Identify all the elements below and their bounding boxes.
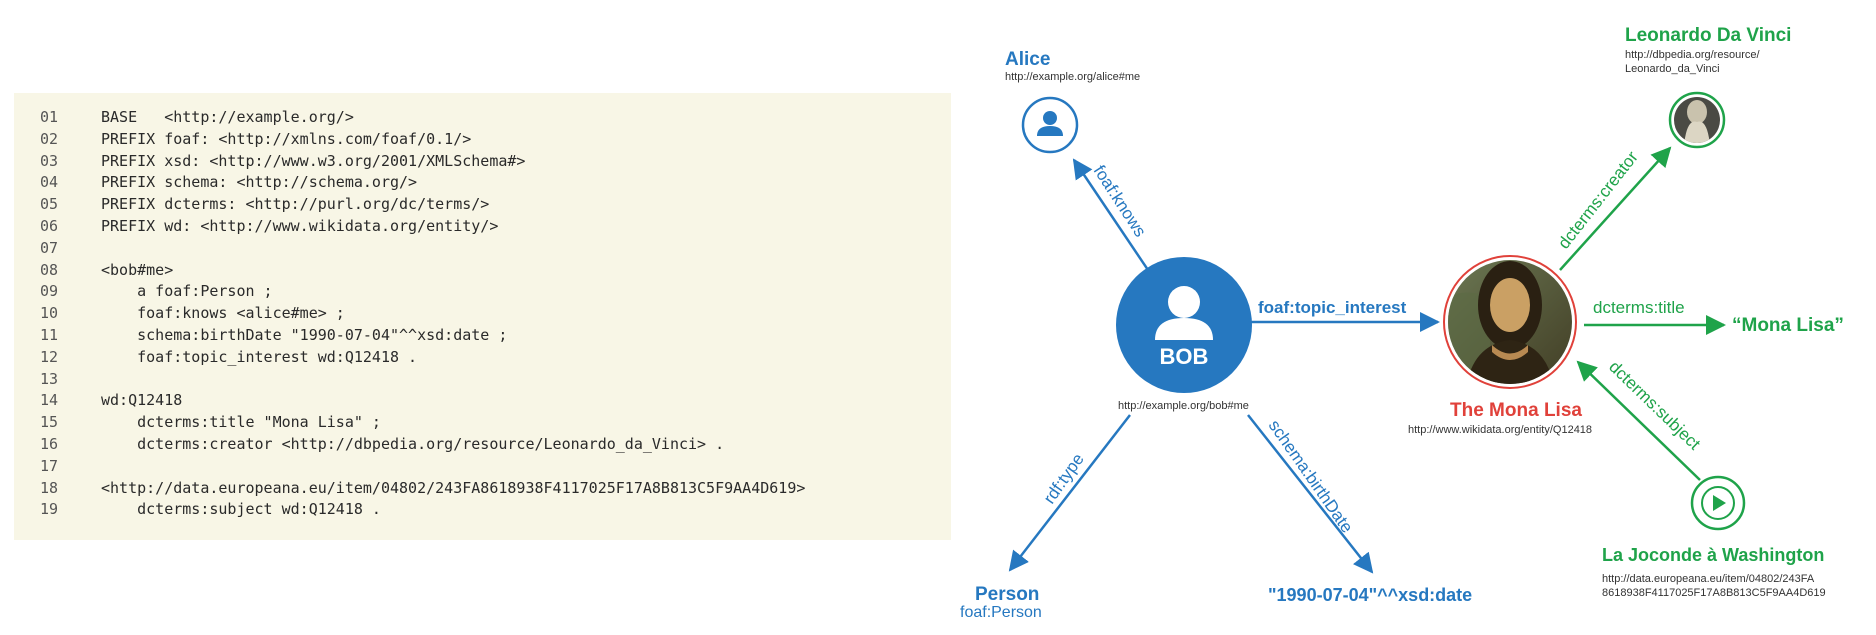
birthdate-value: "1990-07-04"^^xsd:date	[1268, 585, 1472, 605]
bob-node: BOB	[1116, 257, 1252, 393]
line-text: PREFIX xsd: <http://www.w3.org/2001/XMLS…	[101, 151, 526, 170]
edge-foaf-knows	[1072, 158, 1150, 271]
person-icon	[1037, 111, 1063, 136]
joconde-name: La Joconde à Washington	[1602, 545, 1824, 565]
line-number: 02	[40, 129, 59, 148]
turtle-code-panel: 01 BASE <http://example.org/> 02 PREFIX foa…	[14, 93, 951, 540]
line-text: PREFIX schema: <http://schema.org/>	[101, 173, 418, 192]
edge-rdf-type	[1008, 414, 1131, 572]
alice-uri: http://example.org/alice#me	[1005, 71, 1140, 83]
person-name: Person	[975, 584, 1039, 605]
mona-lisa-node	[1443, 255, 1577, 389]
mona-lisa-uri: http://www.wikidata.org/entity/Q12418	[1408, 424, 1592, 436]
alice-node	[1021, 96, 1079, 154]
person-icon	[1155, 286, 1213, 340]
line-number: 05	[40, 195, 59, 214]
leonardo-node	[1668, 91, 1726, 149]
line-text: <http://data.europeana.eu/item/04802/243…	[101, 478, 806, 497]
line-number: 01	[40, 108, 59, 126]
line-text: dcterms:subject wd:Q12418 .	[101, 500, 381, 519]
alice-name: Alice	[1005, 49, 1050, 70]
joconde-node	[1690, 475, 1746, 531]
leonardo-uri-1: http://dbpedia.org/resource/	[1625, 49, 1760, 61]
line-number: 16	[40, 434, 59, 453]
line-text: PREFIX wd: <http://www.wikidata.org/enti…	[101, 216, 499, 235]
line-text: PREFIX foaf: <http://xmlns.com/foaf/0.1/…	[101, 129, 472, 148]
bob-label: BOB	[1160, 344, 1209, 369]
line-number: 07	[40, 238, 59, 257]
line-number: 08	[40, 260, 59, 279]
line-text: <bob#me>	[101, 260, 174, 279]
line-text: a foaf:Person ;	[101, 282, 273, 301]
line-text: dcterms:creator <http://dbpedia.org/reso…	[101, 434, 725, 453]
line-text: foaf:topic_interest wd:Q12418 .	[101, 347, 418, 366]
title-value: “Mona Lisa”	[1732, 315, 1844, 336]
bob-uri: http://example.org/bob#me	[1118, 400, 1249, 412]
mona-lisa-name: The Mona Lisa	[1450, 400, 1582, 421]
person-sub: foaf:Person	[960, 604, 1042, 621]
line-text: dcterms:title "Mona Lisa" ;	[101, 413, 381, 432]
joconde-uri-2: 8618938F4117025F17A8B813C5F9AA4D619	[1602, 587, 1826, 599]
edge-schema-birthdate	[1247, 414, 1374, 574]
edge-label-dcterms-title: dcterms:title	[1593, 298, 1685, 317]
leonardo-name: Leonardo Da Vinci	[1625, 25, 1791, 46]
line-number: 17	[40, 456, 59, 475]
portrait-photo	[1674, 97, 1720, 143]
leonardo-uri-2: Leonardo_da_Vinci	[1625, 63, 1720, 75]
line-text: BASE <http://example.org/>	[101, 108, 354, 126]
line-number: 15	[40, 413, 59, 432]
line-number: 11	[40, 325, 59, 344]
line-number: 09	[40, 282, 59, 301]
edge-dcterms-subject	[1576, 360, 1701, 481]
line-number: 06	[40, 216, 59, 235]
line-number: 10	[40, 304, 59, 323]
edge-label-foaf-topic-interest: foaf:topic_interest	[1258, 298, 1407, 317]
line-number: 18	[40, 478, 59, 497]
line-number: 19	[40, 500, 59, 519]
play-icon	[1701, 486, 1735, 520]
line-number: 13	[40, 369, 59, 388]
line-text: schema:birthDate "1990-07-04"^^xsd:date …	[101, 325, 508, 344]
line-text: wd:Q12418	[101, 391, 183, 410]
edge-label-dcterms-creator: dcterms:creator	[1554, 147, 1642, 252]
line-number: 03	[40, 151, 59, 170]
joconde-uri-1: http://data.europeana.eu/item/04802/243F…	[1602, 573, 1815, 585]
edge-label-schema-birthdate: schema:birthDate	[1265, 416, 1357, 536]
edge-dcterms-creator	[1559, 146, 1672, 271]
line-text: PREFIX dcterms: <http://purl.org/dc/term…	[101, 195, 490, 214]
edge-label-dcterms-subject: dcterms:subject	[1605, 357, 1704, 454]
line-number: 12	[40, 347, 59, 366]
line-number: 14	[40, 391, 59, 410]
line-text: foaf:knows <alice#me> ;	[101, 304, 345, 323]
line-number: 04	[40, 173, 59, 192]
painting-portrait	[1448, 260, 1572, 384]
